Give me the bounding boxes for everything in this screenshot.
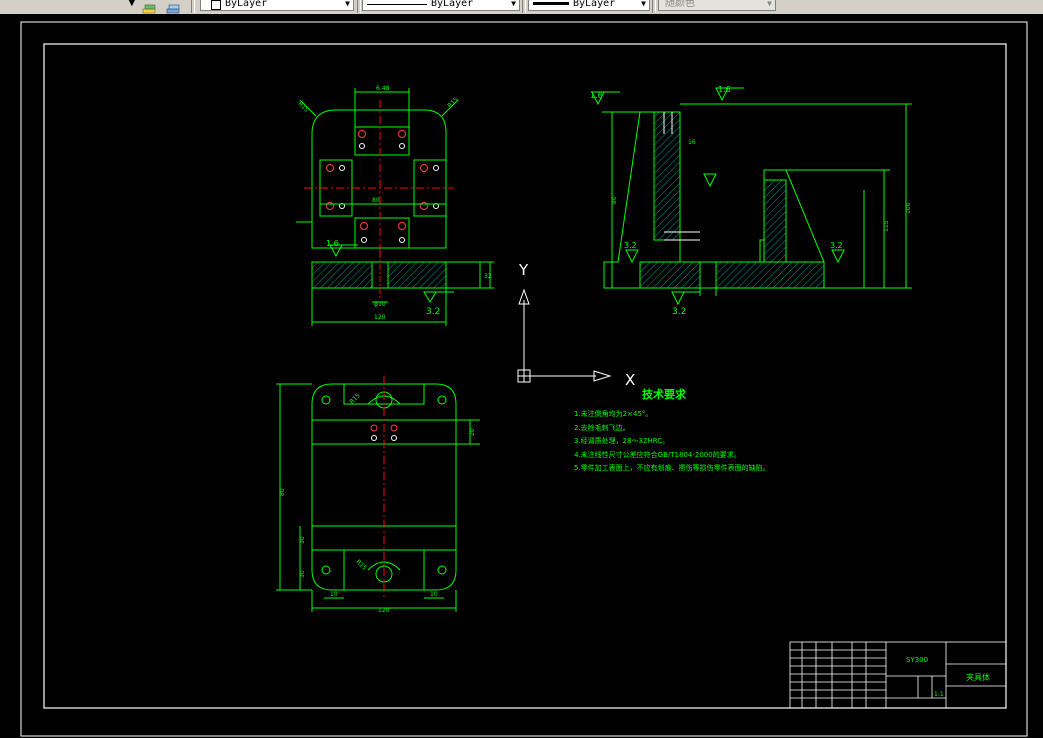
side-section-labels: 100 115 80 16 <box>611 139 912 232</box>
roughness-value: 1.6 <box>326 239 339 248</box>
color-swatch <box>211 0 221 10</box>
chevron-down-icon[interactable]: ▼ <box>641 0 646 8</box>
toolbar-separator <box>652 0 656 13</box>
dim-label: 10 <box>330 591 338 598</box>
linetype-preview <box>367 4 427 5</box>
dim-label: 80 <box>279 488 286 496</box>
dim-label: 30 <box>299 570 306 578</box>
linetype-combo[interactable]: ByLayer ▼ <box>362 0 520 11</box>
chevron-down-icon[interactable]: ▼ <box>767 0 772 8</box>
lineweight-combo-value: ByLayer <box>573 0 616 9</box>
title-block-drawing-no: SY300 <box>906 656 928 664</box>
chevron-down-icon[interactable]: ▼ <box>128 0 136 8</box>
roughness-value: 3.2 <box>672 307 686 317</box>
dim-label: 120 <box>374 314 386 321</box>
dim-label: 115 <box>883 220 890 232</box>
chevron-down-icon[interactable]: ▼ <box>345 0 350 8</box>
top-plan-view <box>296 88 459 260</box>
dim-label: 120 <box>378 607 390 614</box>
chevron-down-icon[interactable]: ▼ <box>511 0 516 8</box>
ucs-y-label: Y <box>518 261 529 279</box>
sheet-outer-frame <box>20 21 1028 737</box>
dim-label: 80 <box>611 196 618 204</box>
tech-note: 2.去除毛刺飞边。 <box>574 423 630 432</box>
dim-label: 20 <box>469 428 476 436</box>
color-combo-value: ByLayer <box>225 0 268 9</box>
toolbar-separator <box>357 0 361 13</box>
title-block <box>789 641 1007 709</box>
plotstyle-combo[interactable]: 随颜色 ▼ <box>658 0 776 11</box>
roughness-value: 3.2 <box>830 241 843 250</box>
layer-previous-icon[interactable] <box>165 0 180 14</box>
lineweight-combo[interactable]: ByLayer ▼ <box>528 0 650 11</box>
toolbar-separator <box>191 0 195 13</box>
roughness-value: 3.2 <box>426 307 440 317</box>
bottom-plan-view <box>276 376 480 612</box>
top-section-view <box>311 252 494 326</box>
dim-label: 100 <box>905 202 912 214</box>
tech-note: 3.经调质处理，28～32HRC。 <box>574 436 669 445</box>
dim-label: 32 <box>484 273 492 280</box>
sheet-inner-frame <box>43 43 1007 709</box>
title-block-part-name: 夹具体 <box>966 672 990 682</box>
layer-states-icon[interactable] <box>142 0 156 14</box>
roughness-value: 1.6 <box>590 91 603 100</box>
tech-note: 5.零件加工表面上，不应有划痕、擦伤等损伤零件表面的缺陷。 <box>574 463 770 472</box>
roughness-value: 3.2 <box>624 241 637 250</box>
tech-requirements-title: 技术要求 <box>642 387 687 401</box>
drawing-canvas[interactable]: 6.48 R15 R15 80 120 φ10 32 1 <box>0 14 1043 738</box>
dim-label: 16 <box>688 139 696 146</box>
tech-note: 4.未注线性尺寸公差应符合GB/T1804-2000的要求。 <box>574 450 741 459</box>
ucs-icon <box>517 288 612 383</box>
dim-label: 10 <box>430 591 438 598</box>
toolbar-separator <box>522 0 526 13</box>
dim-label: 6.48 <box>376 85 390 92</box>
dim-label: 80 <box>372 197 380 204</box>
plotstyle-combo-value: 随颜色 <box>665 0 695 9</box>
linetype-combo-value: ByLayer <box>431 0 474 9</box>
color-combo[interactable]: ByLayer ▼ <box>200 0 354 11</box>
roughness-value: 1.6 <box>718 85 731 94</box>
roughness-symbol <box>329 244 454 303</box>
dim-label: 30 <box>299 536 306 544</box>
title-block-scale: 1:1 <box>934 691 944 698</box>
properties-toolbar: ▼ ByLayer ▼ ByLayer ▼ ByLayer ▼ 随颜色 ▼ <box>0 0 1043 15</box>
dim-label: φ10 <box>374 301 386 308</box>
roughness-symbol <box>591 87 845 306</box>
lineweight-preview <box>533 2 569 5</box>
side-section-view <box>602 103 912 296</box>
top-section-labels: 120 φ10 32 <box>374 273 492 321</box>
tech-note: 1.未注倒角均为2×45°。 <box>574 409 652 418</box>
ucs-x-label: X <box>625 371 635 389</box>
